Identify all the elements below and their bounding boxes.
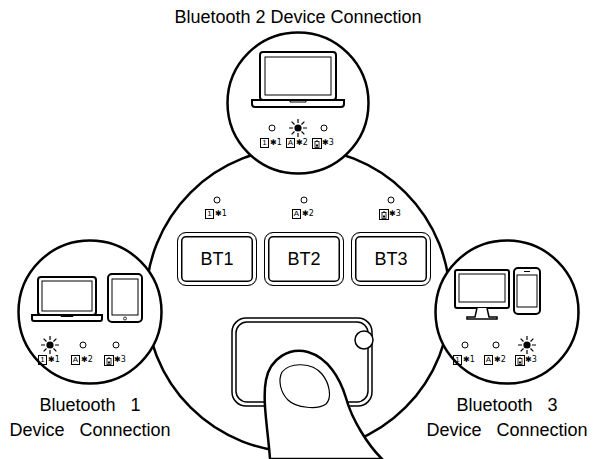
key-label: 1 <box>38 355 47 365</box>
button-label: BT1 <box>200 249 233 269</box>
key-label: A <box>292 209 301 219</box>
battery-key <box>105 139 525 366</box>
laptop-display <box>42 281 92 311</box>
laptop-base <box>252 100 344 107</box>
phone-icon <box>514 268 540 314</box>
led-on <box>41 119 536 354</box>
connection-title: Bluetooth 1 Device Connection <box>7 393 173 443</box>
battery-charge <box>108 362 110 364</box>
laptop-screen <box>38 277 96 315</box>
button-label: BT2 <box>287 249 320 269</box>
indicator-label: ✱3 <box>389 208 401 220</box>
laptop-icon <box>252 52 344 107</box>
laptop-base <box>32 315 102 321</box>
battery-cap <box>383 212 385 213</box>
led-on <box>295 125 301 131</box>
bubble-circle <box>436 241 579 384</box>
button-label: BT3 <box>374 249 407 269</box>
bubble-outline <box>226 31 370 175</box>
monitor-icon <box>455 270 509 319</box>
battery-key-box <box>516 356 525 366</box>
key-indicator <box>355 331 373 349</box>
indicator-label: ✱2 <box>302 208 314 220</box>
led-off <box>388 197 394 203</box>
battery-symbol <box>518 359 522 365</box>
indicator-label: ✱1 <box>215 208 227 220</box>
laptop-notch <box>61 315 73 317</box>
battery-key-box <box>380 210 389 220</box>
led-rays <box>518 336 536 354</box>
battery-charge <box>383 216 385 218</box>
led-off <box>80 342 86 348</box>
fingernail <box>280 365 329 408</box>
connection-bubble: Bluetooth 2 Device Connection <box>226 31 370 175</box>
battery-charge <box>316 145 318 147</box>
led-on <box>47 342 53 348</box>
battery-key-box <box>313 139 322 149</box>
monitor-stand <box>467 308 497 319</box>
led-off <box>321 125 327 131</box>
led-off <box>269 125 275 131</box>
led-off <box>214 197 220 203</box>
laptop-display <box>265 57 331 95</box>
key-label: A <box>71 355 80 365</box>
indicator-label: ✱1 <box>463 354 475 366</box>
indicator-label: ✱1 <box>270 137 282 149</box>
connection-title: Bluetooth 2 Device Connection <box>148 5 448 30</box>
indicator-label: ✱2 <box>296 137 308 149</box>
phone-speaker <box>524 271 530 272</box>
led-on <box>524 342 530 348</box>
bt-button: BT3 <box>351 232 431 286</box>
laptop-screen <box>260 52 336 100</box>
bt-button: BT1 <box>177 232 257 286</box>
tablet-button <box>124 317 127 320</box>
battery-charge <box>519 362 521 364</box>
led-off <box>113 342 119 348</box>
battery-cap <box>108 358 110 359</box>
connection-title: Bluetooth 3 Device Connection <box>424 393 590 443</box>
tablet-icon <box>108 274 142 322</box>
battery-key-box <box>105 356 114 366</box>
led-off <box>493 342 499 348</box>
led-off <box>80 125 499 348</box>
monitor-frame <box>455 270 509 308</box>
indicator-label: ✱3 <box>322 137 334 149</box>
laptop-icon <box>32 277 102 321</box>
key-label: A <box>484 355 493 365</box>
phone-body <box>514 268 540 314</box>
bt-button: BT2 <box>264 232 344 286</box>
monitor-screen <box>459 274 505 302</box>
indicator-label: ✱1 <box>48 354 60 366</box>
led-off <box>301 197 307 203</box>
battery-cap <box>316 141 318 142</box>
indicator-label: ✱3 <box>525 354 537 366</box>
key-label: A <box>286 138 295 148</box>
battery-cap <box>519 358 521 359</box>
tablet-body <box>108 274 142 322</box>
finger <box>265 351 382 459</box>
bubble-circle <box>228 33 369 174</box>
key-label: 1 <box>260 138 269 148</box>
led-rays <box>41 336 59 354</box>
indicator-label: ✱2 <box>81 354 93 366</box>
battery-symbol <box>382 213 386 219</box>
phone-screen <box>517 275 537 307</box>
led-rays <box>289 119 307 137</box>
battery-symbol <box>315 142 319 148</box>
led-off <box>462 342 468 348</box>
battery-symbol <box>107 359 111 365</box>
indicator-label: ✱2 <box>494 354 506 366</box>
indicator-label: ✱3 <box>114 354 126 366</box>
laptop-notch <box>290 100 306 102</box>
key-label: 1 <box>205 209 214 219</box>
key-label: 1 <box>453 355 462 365</box>
bubble-circle <box>19 241 162 384</box>
tablet-screen <box>112 279 138 315</box>
